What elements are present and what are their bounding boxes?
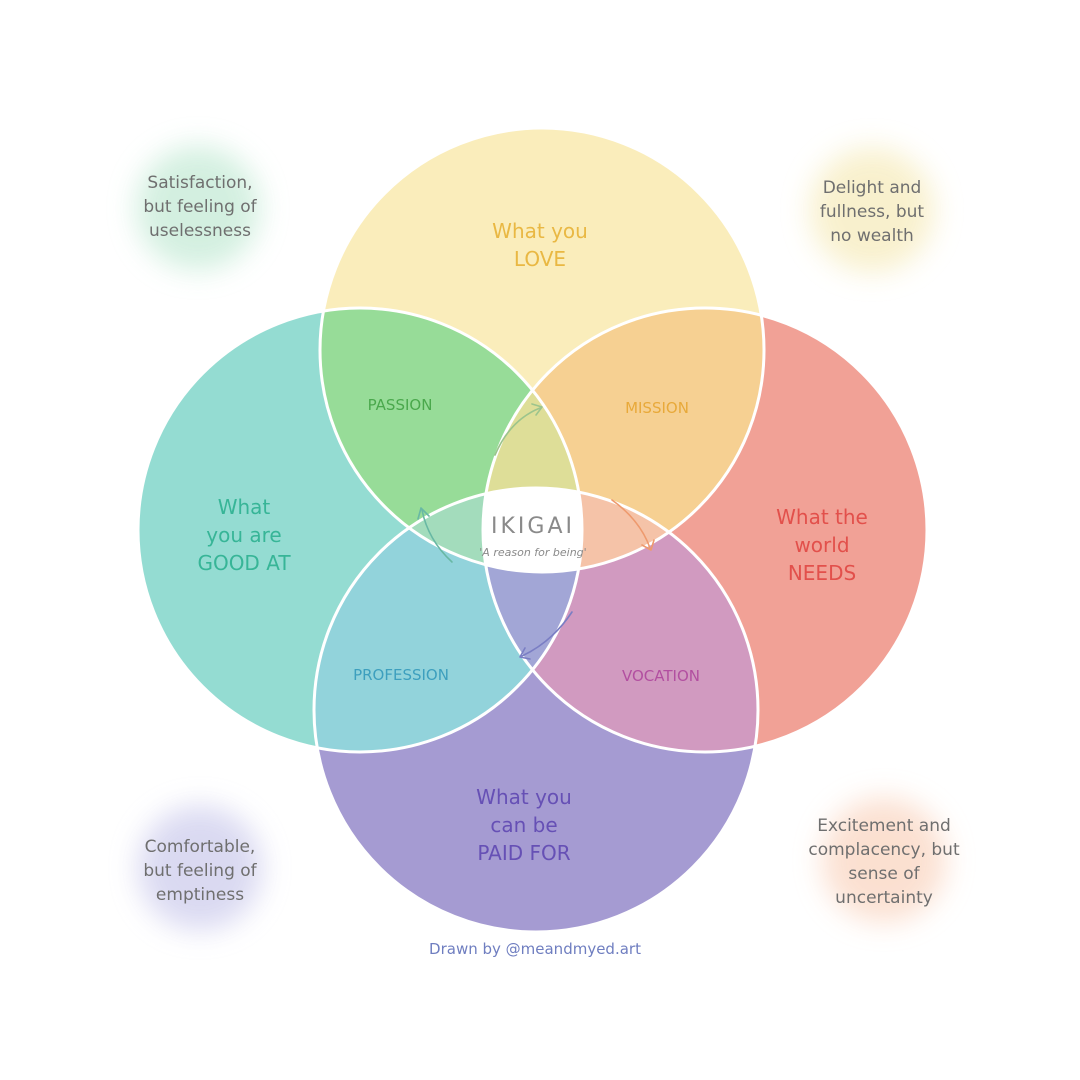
paid-for-label-line2: can be — [490, 813, 557, 837]
circle-outlines — [136, 126, 929, 934]
ikigai-subtitle: 'A reason for being' — [479, 546, 586, 559]
bottom-left-note-line3: emptiness — [156, 885, 244, 905]
good-at-label-line3: GOOD AT — [197, 551, 291, 575]
vocation-label: VOCATION — [622, 667, 700, 685]
top-right-note-line1: Delight and — [823, 178, 922, 198]
bottom-right-note-line3: sense of — [848, 864, 920, 884]
paid-for-label-line1: What you — [476, 785, 572, 809]
bottom-left-note-line1: Comfortable, — [145, 837, 256, 857]
arrow-icon-left-head — [417, 507, 430, 520]
arrow-icon-left — [421, 509, 453, 563]
top-right-note-line2: fullness, but — [820, 202, 925, 222]
top-right-note-line3: no wealth — [830, 226, 914, 246]
arrow-icon-bottom-head — [519, 647, 531, 660]
top-left-note-glow — [136, 146, 260, 270]
top-left-note-line3: uselessness — [149, 221, 251, 241]
arrow-icon-right — [611, 499, 651, 549]
mission-label: MISSION — [625, 399, 689, 417]
credit-link[interactable]: Drawn by @meandmyed.art — [429, 940, 641, 958]
bottom-right-note-glow — [822, 798, 946, 922]
needs-label-line3: NEEDS — [788, 561, 856, 585]
ikigai-title: IKIGAI — [491, 514, 575, 539]
top-left-note-line2: but feeling of — [143, 197, 257, 217]
passion-label: PASSION — [368, 396, 433, 414]
bottom-right-note-line2: complacency, but — [808, 840, 960, 860]
good-at-label-line1: What — [218, 495, 271, 519]
top-left-note-line1: Satisfaction, — [147, 173, 252, 193]
top-right-note-glow — [810, 148, 934, 272]
good-at-label-line2: you are — [206, 523, 281, 547]
bottom-left-note-glow — [138, 806, 262, 930]
paid-for-label-line3: PAID FOR — [477, 841, 570, 865]
needs-label-line1: What the — [776, 505, 868, 529]
bottom-right-note-line1: Excitement and — [817, 816, 951, 836]
love-label-line1: What you — [492, 219, 588, 243]
bottom-left-note-line2: but feeling of — [143, 861, 257, 881]
arrow-icon-bottom — [521, 611, 573, 657]
arrow-icon-top — [494, 407, 541, 456]
ikigai-center — [483, 488, 582, 572]
bottom-right-note-line4: uncertainty — [835, 888, 933, 908]
arrow-icon-right-head — [641, 539, 655, 551]
arrow-icon-top-head — [531, 403, 543, 416]
profession-label: PROFESSION — [353, 666, 449, 684]
needs-label-line2: world — [794, 533, 849, 557]
love-label-line2: LOVE — [514, 247, 566, 271]
